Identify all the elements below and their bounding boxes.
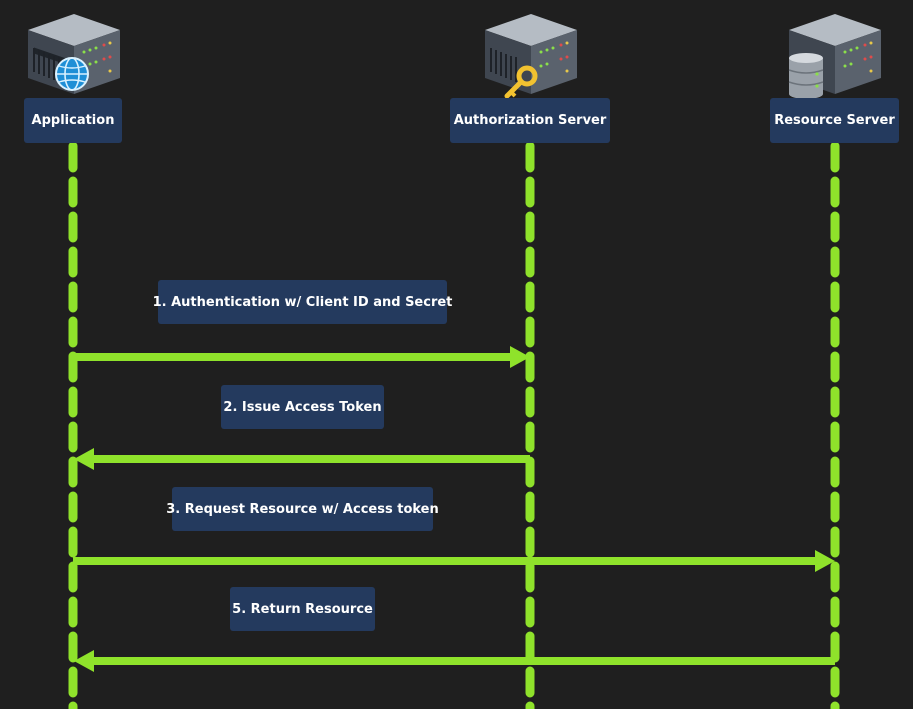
server-database-icon <box>788 14 881 99</box>
message-label-1: 1. Authentication w/ Client ID and Secre… <box>153 280 452 324</box>
actor-label-resource-server: Resource Server <box>770 98 899 143</box>
actor-label-authorization-server: Authorization Server <box>450 98 610 143</box>
message-label-2: 2. Issue Access Token <box>221 385 384 429</box>
message-label-4: 5. Return Resource <box>230 587 375 631</box>
message-arrowhead-3 <box>815 550 835 572</box>
server-key-icon <box>485 14 577 99</box>
actor-label-application: Application <box>24 98 122 143</box>
message-label-3: 3. Request Resource w/ Access token <box>166 487 439 531</box>
server-globe-icon <box>28 14 120 94</box>
message-arrowhead-2 <box>74 448 94 470</box>
message-arrowhead-1 <box>510 346 530 368</box>
message-arrowhead-4 <box>74 650 94 672</box>
